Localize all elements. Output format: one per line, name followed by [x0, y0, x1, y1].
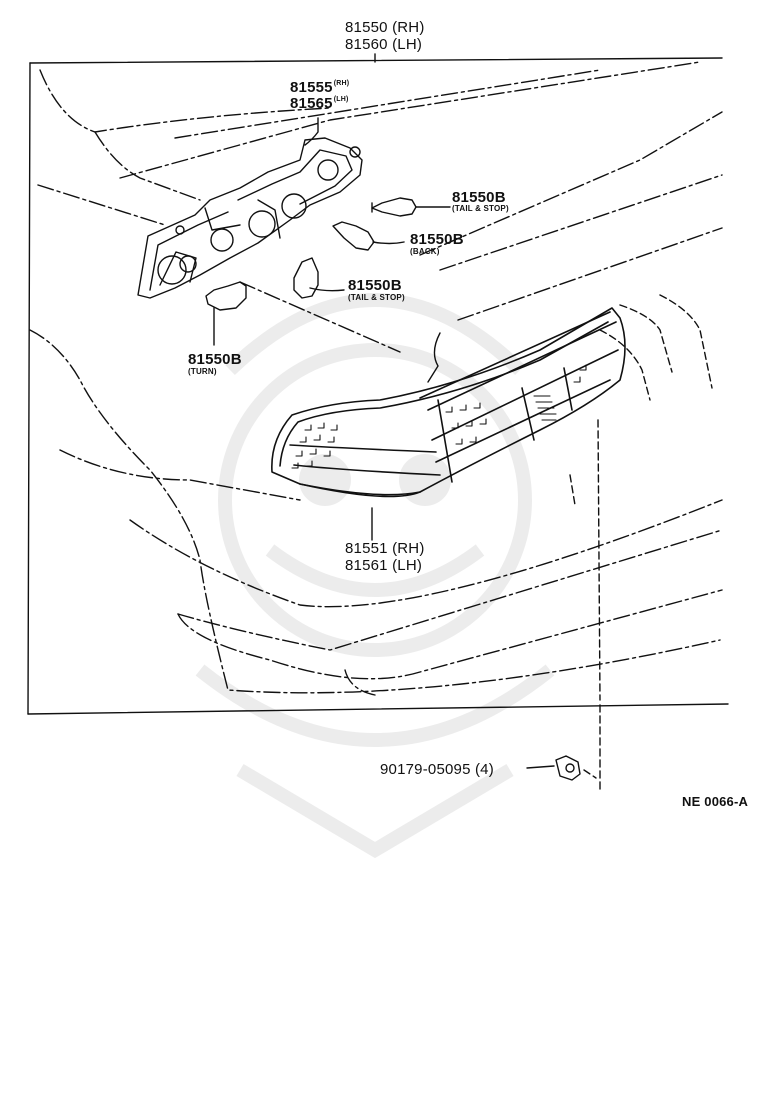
socket-rh-number: 81555	[290, 79, 333, 96]
assembly-lh-label: 81560 (LH)	[345, 36, 423, 53]
lens-lh-label: 81561 (LH)	[345, 557, 423, 574]
bulb-turn-shape	[205, 281, 247, 346]
socket-lh-tag: (LH)	[333, 96, 349, 103]
bulb-turn-note: (TURN)	[188, 367, 217, 376]
lens-hidden-lines	[569, 294, 713, 791]
bulb-turn-number: 81550B	[188, 351, 242, 368]
watermark-emblem	[195, 293, 555, 859]
bulb-back-shape	[332, 221, 405, 251]
bulb-tail-stop-top-number: 81550B	[452, 189, 506, 206]
nut-part-number: 90179-05095 (4)	[380, 761, 494, 778]
bulb-tail-stop-top-note: (TAIL & STOP)	[452, 204, 509, 213]
bulb-tail-stop-top-shape	[371, 197, 451, 217]
leader-lines	[304, 117, 555, 769]
bulb-socket-assembly	[137, 137, 363, 299]
mounting-nut-shape	[555, 755, 581, 781]
assembly-rh-label: 81550 (RH)	[345, 19, 425, 36]
bulb-tail-stop-mid-shape	[293, 257, 345, 299]
bulb-back-note: (BACK)	[410, 247, 440, 256]
body-outline	[29, 61, 723, 696]
socket-rh-tag: (RH)	[333, 80, 350, 87]
diagram-frame	[27, 53, 729, 715]
socket-lh-label: 81565(LH)	[290, 96, 349, 111]
lens-shape	[271, 307, 626, 498]
bulb-tail-stop-mid-number: 81550B	[348, 277, 402, 294]
socket-lh-number: 81565	[290, 95, 333, 112]
socket-rh-label: 81555(RH)	[290, 80, 349, 95]
bulb-back-number: 81550B	[410, 231, 464, 248]
lens-reflector-marks	[291, 364, 587, 469]
lens-rh-label: 81551 (RH)	[345, 540, 425, 557]
figure-code: NE 0066-A	[682, 794, 749, 809]
bulb-tail-stop-mid-note: (TAIL & STOP)	[348, 293, 405, 302]
